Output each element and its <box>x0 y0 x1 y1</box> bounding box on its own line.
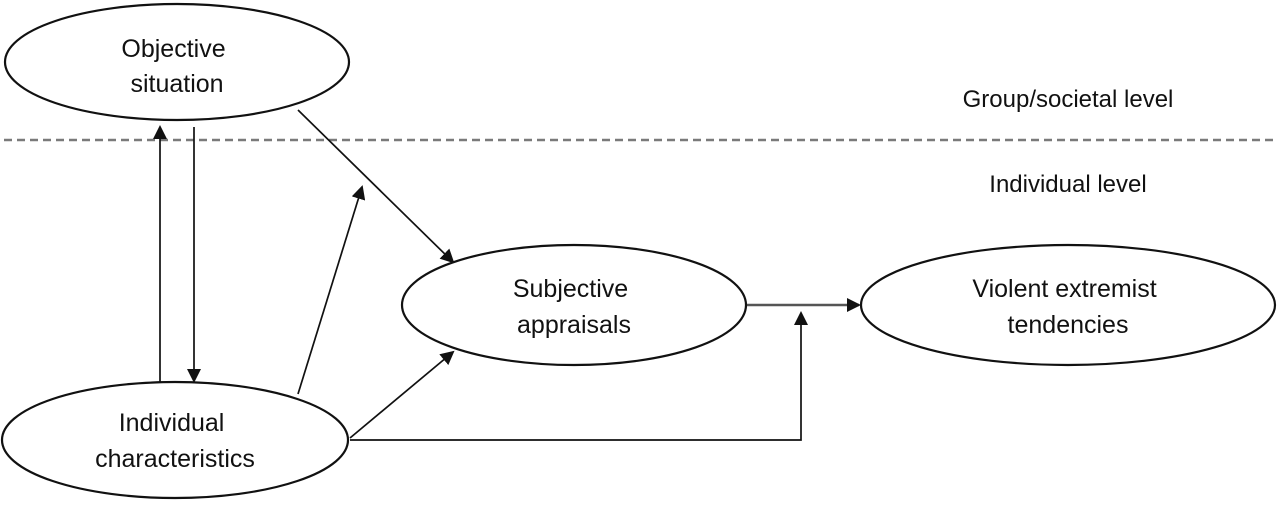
subjective-appraisals-label: Subjective appraisals <box>513 275 635 339</box>
objective-situation-line-1: Objective <box>121 35 225 63</box>
subjective-appraisals-ellipse <box>400 243 748 367</box>
individual-level-label: Individual level <box>989 171 1146 198</box>
individual-characteristics-ellipse <box>0 380 350 500</box>
node-individual-characteristics: Individual characteristics <box>0 380 350 500</box>
objective-situation-label: Objective situation <box>121 35 232 98</box>
subjective-appraisals-line-1: Subjective <box>513 275 628 303</box>
individual-characteristics-line-2: characteristics <box>95 445 255 473</box>
violent-extremist-tendencies-ellipse <box>859 243 1277 367</box>
node-objective-situation: Objective situation <box>3 2 351 122</box>
individual-characteristics-line-1: Individual <box>119 409 225 437</box>
arrow-individual-to-subjective <box>349 350 455 439</box>
objective-situation-line-2: situation <box>130 70 223 98</box>
violent-extremist-tendencies-line-1: Violent extremist <box>972 275 1156 303</box>
arrow-individual-to-objective-subjective-path <box>297 185 366 395</box>
arrow-individual-to-moderation-point <box>350 311 808 441</box>
violent-extremist-tendencies-line-2: tendencies <box>1008 311 1129 339</box>
arrow-objective-to-subjective <box>297 109 455 264</box>
node-violent-extremist-tendencies: Violent extremist tendencies <box>859 243 1277 367</box>
node-subjective-appraisals: Subjective appraisals <box>400 243 748 367</box>
subjective-appraisals-line-2: appraisals <box>517 311 631 339</box>
individual-characteristics-label: Individual characteristics <box>95 409 255 473</box>
violent-extremist-tendencies-label: Violent extremist tendencies <box>972 275 1163 339</box>
objective-situation-ellipse <box>3 2 351 122</box>
group-societal-level-label: Group/societal level <box>963 86 1174 113</box>
